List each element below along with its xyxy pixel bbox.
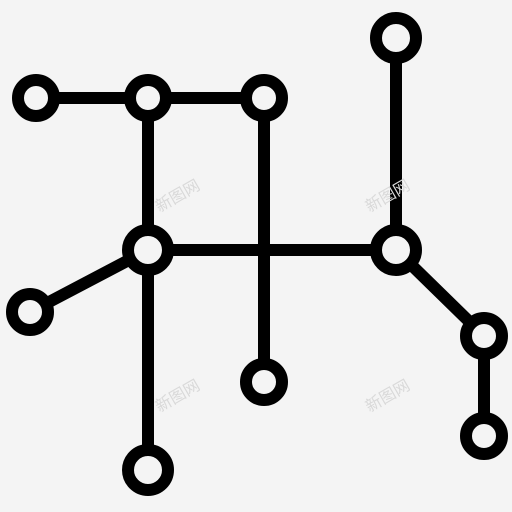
node-top-left	[12, 74, 60, 122]
node-top-center-left	[124, 74, 172, 122]
node-right-bottom	[460, 412, 508, 460]
node-hub-right	[370, 224, 422, 276]
node-right-middle	[460, 312, 508, 360]
node-top-center-right	[240, 74, 288, 122]
nodes	[6, 12, 508, 496]
node-left-branch	[6, 288, 54, 336]
node-top-right	[370, 12, 422, 64]
node-hub-left	[122, 224, 174, 276]
node-left-bottom	[122, 444, 174, 496]
node-middle-bottom	[240, 358, 288, 406]
